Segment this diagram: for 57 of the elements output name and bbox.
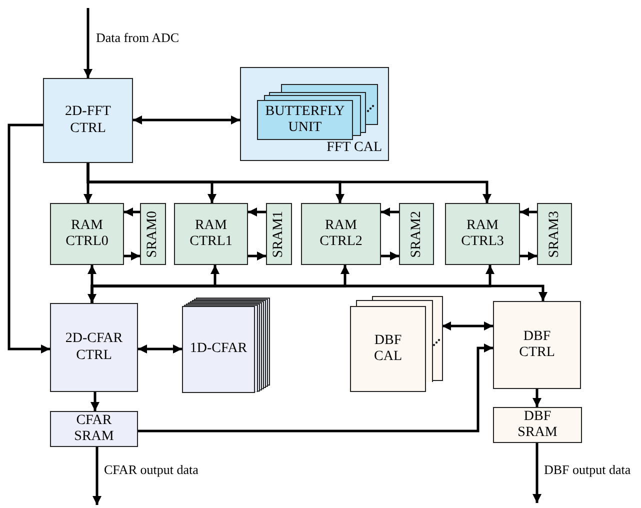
arrow [124,252,140,260]
arrow [381,252,399,260]
module-box [445,203,520,265]
node-label: SRAM2 [410,210,424,258]
arrow [124,208,140,216]
arrow [138,344,493,432]
arrow [84,8,92,78]
node-label: BUTTERFLY UNIT [264,104,346,136]
module-panel [240,67,389,161]
node-label: RAM CTRL2 [318,218,364,250]
node-label: DBF SRAM [516,408,558,442]
memory-box [537,203,572,265]
node-label: DBF CTRL [518,328,556,362]
node-label: SRAM1 [272,210,286,258]
arrow [248,208,266,216]
arrow [442,322,493,330]
edge-label: CFAR output data [104,462,198,478]
module-box [182,306,255,393]
module-box [50,203,124,265]
arrow [381,208,399,216]
arrow [90,284,548,303]
memory-box [140,203,166,265]
arrow [8,124,50,354]
module-box [350,306,426,392]
arrow [138,344,182,354]
arrow [520,252,537,260]
memory-box [266,203,292,265]
module-box [257,100,353,140]
arrow [133,116,240,124]
module-box [301,203,381,265]
module-box [50,303,138,392]
module-box [43,78,133,163]
arrow [88,265,96,303]
edge-label: DBF output data [544,462,631,478]
arrow [90,392,100,411]
node-label: SRAM0 [146,210,160,258]
node-label: FFT CAL [326,138,382,156]
node-label: 2D-CFAR CTRL [64,331,124,364]
module-box [50,411,138,447]
arrow [532,389,542,407]
arrow [532,443,542,503]
arrow [248,252,266,260]
arrow [92,447,102,505]
node-label: RAM CTRL1 [188,218,234,250]
node-label: RAM CTRL3 [460,218,505,250]
module-box [493,301,581,389]
memory-box [399,203,434,265]
module-box [174,203,248,265]
node-label: SRAM3 [548,210,562,258]
arrow [520,208,537,216]
node-label: DBF CAL [373,332,403,366]
node-label: CFAR SRAM [73,412,115,446]
node-label: RAM CTRL0 [64,218,110,250]
module-box [493,407,582,443]
arrow [86,163,492,203]
node-label: 1D-CFAR [190,341,248,358]
node-label: 2D-FFT CTRL [64,104,112,137]
